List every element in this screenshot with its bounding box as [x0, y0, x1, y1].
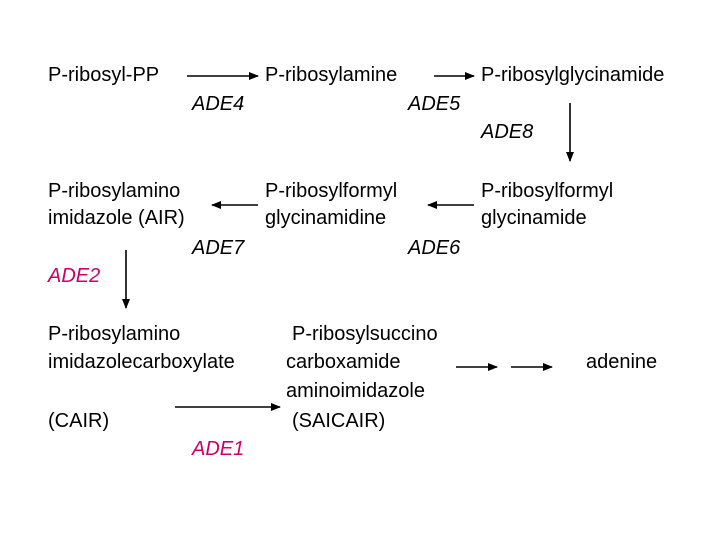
compound-formylglycinamidine-line-1: P-ribosylformyl — [265, 180, 398, 202]
compound-p-ribosylamine: P-ribosylamine — [265, 64, 398, 86]
compound-formylglycinamide-line-2: glycinamide — [481, 207, 587, 229]
enzyme-ade7: ADE7 — [192, 237, 245, 259]
compound-air-line-2: imidazole (AIR) — [48, 207, 185, 229]
compound-p-ribosylglycinamide: P-ribosylglycinamide — [481, 64, 665, 86]
enzyme-ade6: ADE6 — [408, 237, 461, 259]
enzyme-ade8: ADE8 — [481, 121, 534, 143]
compound-formylglycinamidine-line-2: glycinamidine — [265, 207, 387, 229]
compound-adenine: adenine — [586, 351, 658, 373]
compound-cair-line-1: P-ribosylamino — [48, 323, 181, 345]
compound-air-line-1: P-ribosylamino — [48, 180, 181, 202]
enzyme-ade2: ADE2 — [48, 265, 101, 287]
compound-saicair-line-3: aminoimidazole — [286, 380, 425, 402]
enzyme-ade5: ADE5 — [408, 93, 461, 115]
compound-cair-line-3: (CAIR) — [48, 410, 110, 432]
enzyme-ade1: ADE1 — [192, 438, 245, 460]
compound-formylglycinamide-line-1: P-ribosylformyl — [481, 180, 614, 202]
compound-saicair-line-1: P-ribosylsuccino — [292, 323, 438, 345]
compound-saicair-line-4: (SAICAIR) — [292, 410, 386, 432]
compound-p-ribosyl-pp: P-ribosyl-PP — [48, 64, 160, 86]
compound-cair-line-2: imidazolecarboxylate — [48, 351, 235, 373]
compound-saicair-line-2: carboxamide — [286, 351, 401, 373]
enzyme-ade4: ADE4 — [192, 93, 245, 115]
